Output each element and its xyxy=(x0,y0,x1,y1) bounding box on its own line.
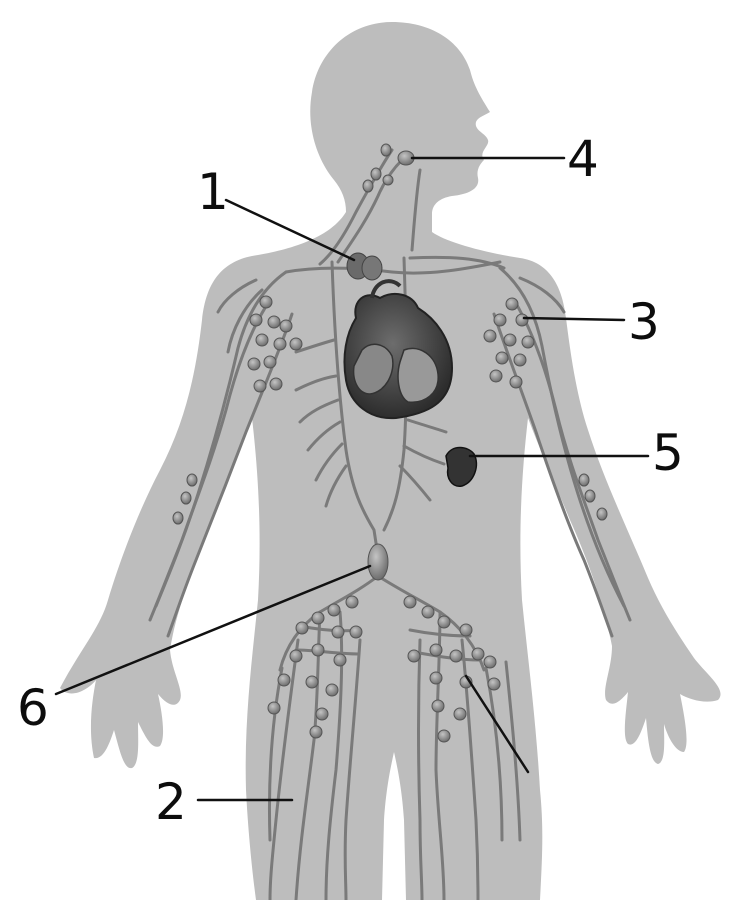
lymph-node xyxy=(180,491,192,505)
lymph-node xyxy=(269,377,283,391)
lymph-node xyxy=(382,174,394,186)
lymph-node xyxy=(333,653,347,667)
lymph-node xyxy=(509,375,523,389)
lymph-node xyxy=(315,707,329,721)
lymph-node xyxy=(431,699,445,713)
lymph-node xyxy=(483,329,497,343)
lymph-node xyxy=(259,295,273,309)
lymph-node xyxy=(309,725,323,739)
lymph-node xyxy=(429,643,443,657)
callout-label-1: 1 xyxy=(197,163,229,221)
lymph-node xyxy=(249,313,263,327)
lymph-node xyxy=(453,707,467,721)
lymph-node xyxy=(578,473,590,487)
lymph-node xyxy=(267,701,281,715)
lymph-node xyxy=(421,605,435,619)
lymph-node xyxy=(362,179,374,193)
lymph-node xyxy=(596,507,608,521)
lymph-node xyxy=(429,671,443,685)
lymph-node xyxy=(449,649,463,663)
thymus xyxy=(346,252,383,281)
lymph-node xyxy=(403,595,417,609)
leader-line-6 xyxy=(54,564,372,696)
lymph-node xyxy=(437,615,451,629)
lymph-node xyxy=(513,353,527,367)
lymph-node xyxy=(327,603,341,617)
torso-shape xyxy=(60,212,721,900)
leader-lines xyxy=(54,156,650,802)
lymph-node xyxy=(503,333,517,347)
lymph-node xyxy=(273,337,287,351)
lymph-node xyxy=(331,625,345,639)
heart xyxy=(343,279,454,420)
lymph-nodes xyxy=(172,143,608,743)
lymph-node xyxy=(380,143,392,157)
lymph-node xyxy=(407,649,421,663)
lymph-node xyxy=(325,683,339,697)
lymph-node xyxy=(584,489,596,503)
lymph-node xyxy=(186,473,198,487)
lymph-node xyxy=(495,351,509,365)
lymph-node xyxy=(515,313,529,327)
callout-label-4: 4 xyxy=(567,130,599,188)
callout-label-2: 2 xyxy=(155,773,187,831)
head-shape xyxy=(310,22,490,232)
callout-label-3: 3 xyxy=(628,293,660,351)
lymph-node xyxy=(471,647,485,661)
leader-line-1 xyxy=(224,198,356,262)
lymph-node xyxy=(279,319,293,333)
lymph-vessels xyxy=(148,148,632,902)
leader-line-unlabeled xyxy=(464,674,530,774)
callout-label-5: 5 xyxy=(652,424,684,482)
lymph-node xyxy=(311,643,325,657)
leader-line-3 xyxy=(522,316,626,322)
lymph-node xyxy=(505,297,519,311)
body-silhouette xyxy=(60,22,721,900)
cisterna-chyli xyxy=(367,543,389,581)
lymph-node xyxy=(253,379,267,393)
lymph-node xyxy=(263,355,277,369)
spleen xyxy=(445,446,478,487)
lymph-node xyxy=(267,315,281,329)
lymph-node xyxy=(289,649,303,663)
lymph-node xyxy=(289,337,303,351)
lymph-node xyxy=(483,655,497,669)
lymph-node xyxy=(172,511,184,525)
lymph-node xyxy=(370,167,382,181)
lymph-node xyxy=(277,673,291,687)
lymph-node xyxy=(349,625,363,639)
callout-label-6: 6 xyxy=(17,679,49,737)
lymph-node xyxy=(487,677,501,691)
lymph-node xyxy=(493,313,507,327)
lymph-node xyxy=(459,623,473,637)
lymph-node xyxy=(305,675,319,689)
lymph-node xyxy=(437,729,451,743)
lymph-node xyxy=(489,369,503,383)
lymph-node xyxy=(247,357,261,371)
lymph-node xyxy=(295,621,309,635)
lymph-node xyxy=(345,595,359,609)
lymph-node xyxy=(311,611,325,625)
lymph-node xyxy=(521,335,535,349)
lymph-node xyxy=(255,333,269,347)
